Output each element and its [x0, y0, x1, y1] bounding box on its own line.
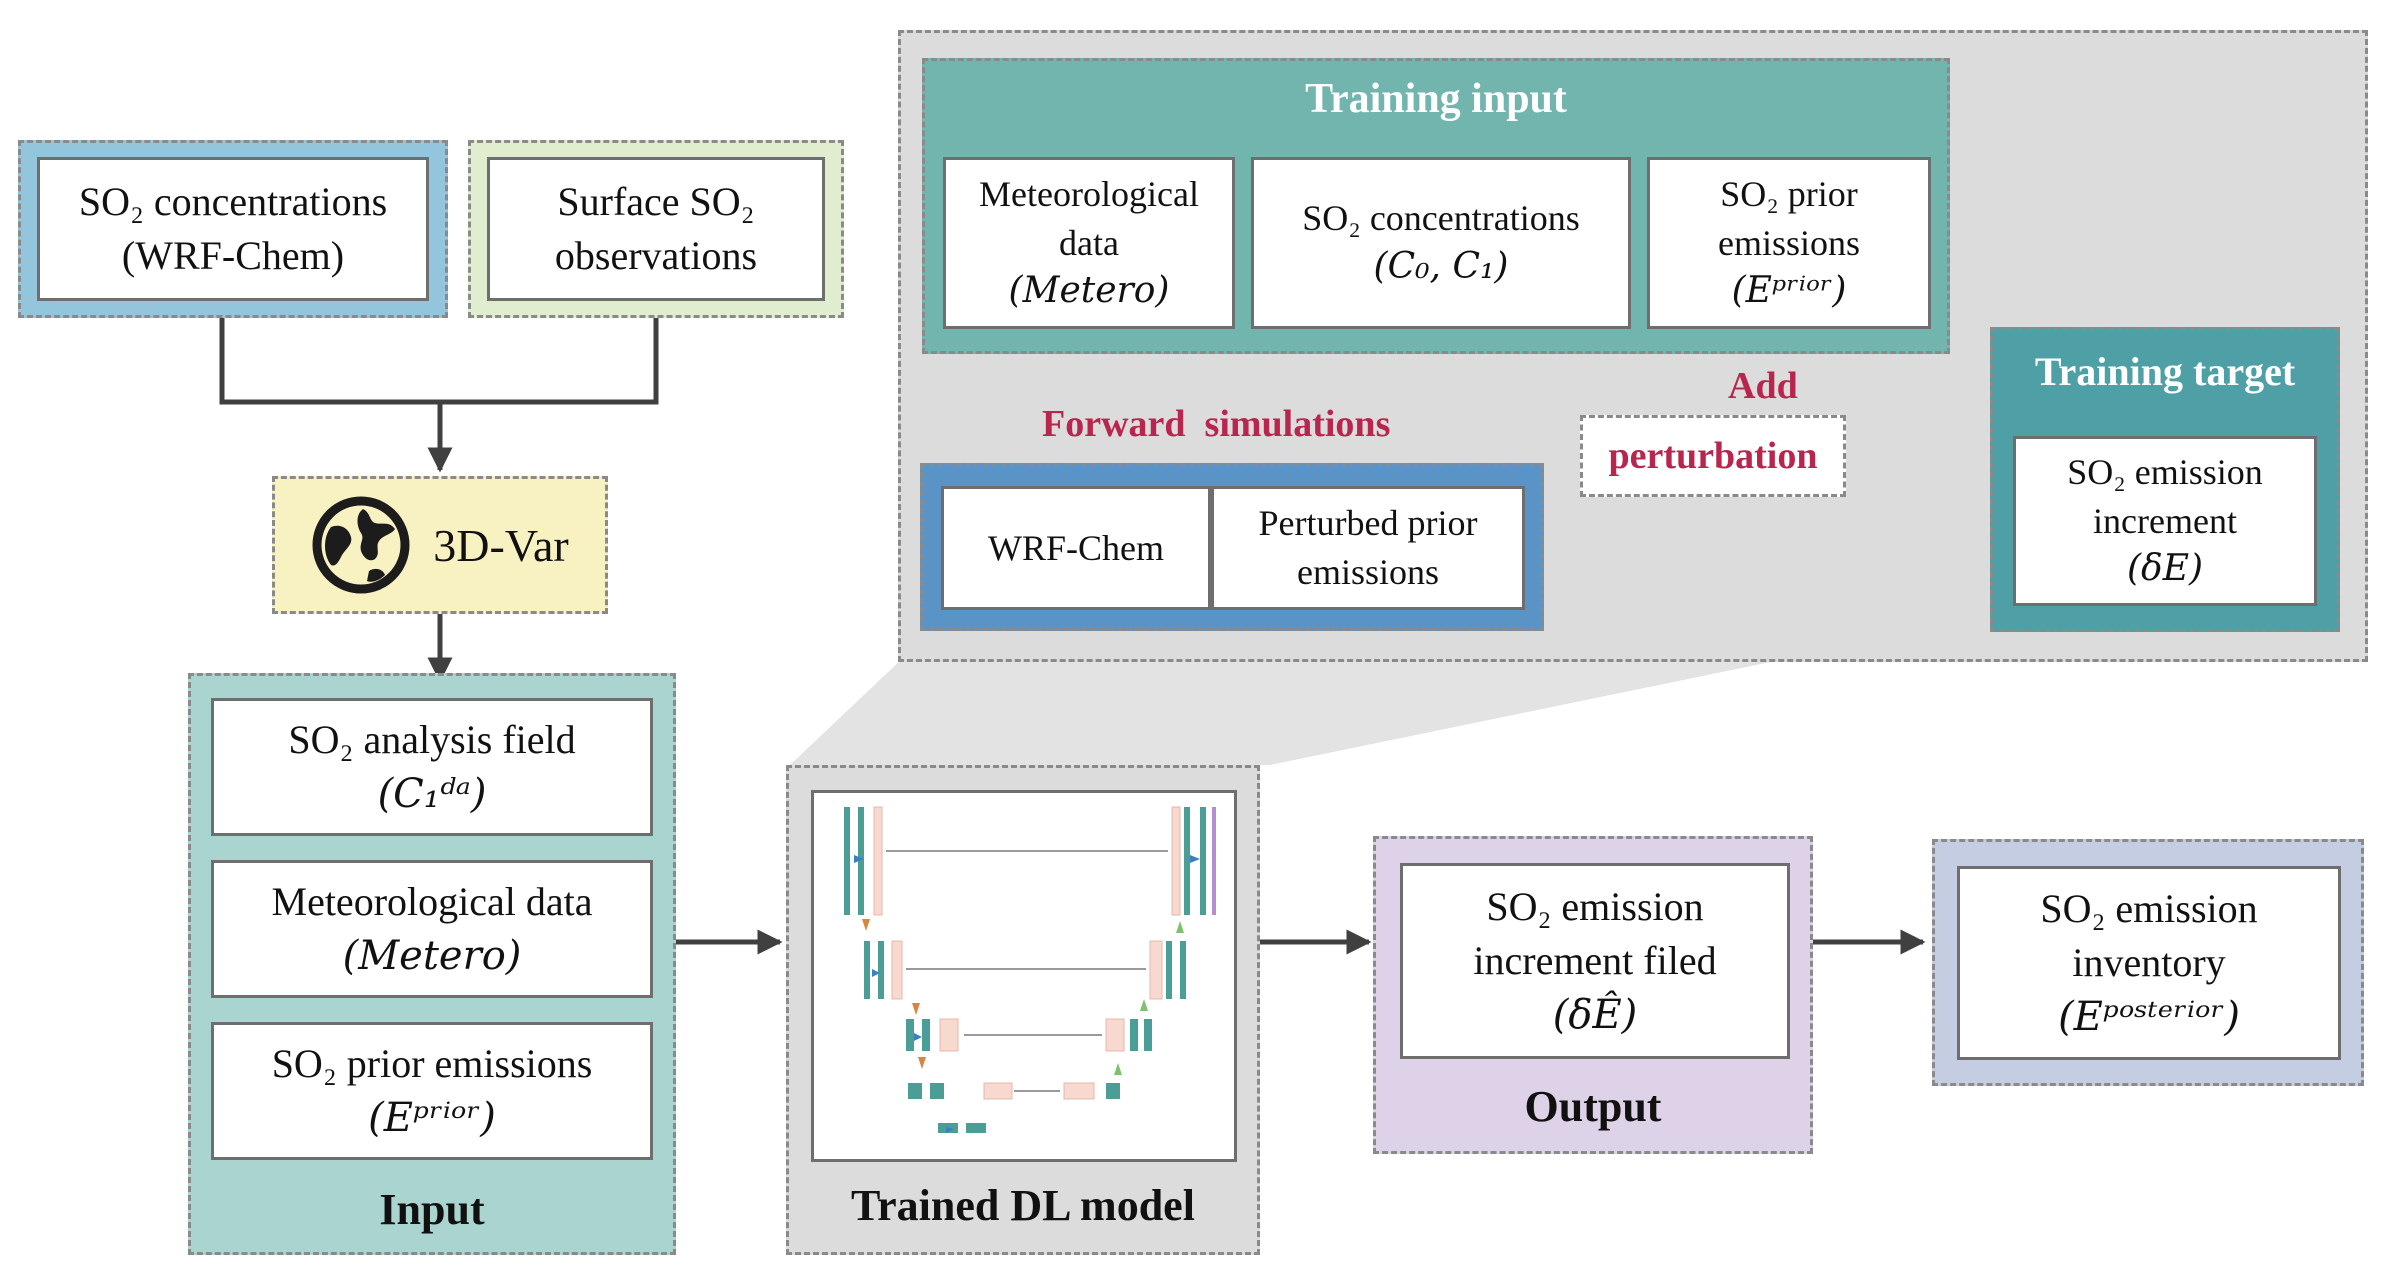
- training-metero-symbol: (Metero): [1008, 270, 1170, 312]
- training-met-line1: Meteorological: [979, 174, 1199, 215]
- 3dvar-label: 3D-Var: [433, 519, 569, 571]
- so2-analysis-field-box: SO₂ analysis field (C₁ᵈᵃ): [211, 698, 653, 836]
- wrf-chem-label: WRF-Chem: [988, 527, 1164, 568]
- emission-inventory-box: SO₂ emission inventory (Eᵖᵒˢᵗᵉʳⁱᵒʳ): [1957, 866, 2341, 1060]
- so2-analysis-field-label: SO₂ analysis field: [288, 717, 576, 762]
- output-line2: increment filed: [1473, 938, 1717, 983]
- meteorological-data-label: Meteorological data: [271, 879, 593, 924]
- training-target-title: Training target: [2034, 349, 2296, 394]
- output-line1: SO₂ emission: [1486, 884, 1704, 929]
- simulations-label: simulations: [1204, 403, 1391, 445]
- training-prior-emissions-box: SO₂ prior emissions (Eᵖʳⁱᵒʳ): [1647, 157, 1931, 329]
- training-conc-line1: SO₂ concentrations: [1302, 198, 1580, 239]
- training-target-box: SO₂ emission increment (δE): [2013, 436, 2317, 606]
- surface-observations-box: Surface SO₂ observations: [487, 157, 825, 301]
- training-input-panel: Training input Meteorological data (Mete…: [922, 58, 1950, 354]
- prior-symbol: (Eᵖʳⁱᵒʳ): [368, 1095, 496, 1141]
- trained-dl-model-panel: Trained DL model: [786, 765, 1260, 1255]
- inventory-line2: inventory: [2072, 940, 2226, 985]
- analysis-field-symbol: (C₁ᵈᵃ): [377, 771, 487, 817]
- globe-icon: [312, 496, 410, 594]
- unet-diagram: [811, 790, 1237, 1162]
- delta-e-hat-symbol: (δÊ): [1552, 992, 1638, 1038]
- emission-inventory-panel: SO₂ emission inventory (Eᵖᵒˢᵗᵉʳⁱᵒʳ): [1932, 839, 2364, 1086]
- meteorological-data-box: Meteorological data (Metero): [211, 860, 653, 998]
- forward-label: Forward: [1042, 403, 1186, 445]
- training-prior-line2: emissions: [1717, 222, 1860, 263]
- perturbed-line2: emissions: [1296, 552, 1439, 592]
- perturbation-label: perturbation: [1608, 435, 1818, 477]
- so2-concentrations-panel: SO₂ concentrations (WRF-Chem): [18, 140, 448, 318]
- perturbed-prior-emissions-box: Perturbed prior emissions: [1211, 486, 1525, 610]
- training-input-title: Training input: [1305, 76, 1567, 122]
- so2-concentrations-box: SO₂ concentrations (WRF-Chem): [37, 157, 429, 301]
- perturbation-box: perturbation: [1580, 415, 1846, 497]
- so2-prior-emissions-label: SO₂ prior emissions: [271, 1041, 593, 1086]
- metero-symbol: (Metero): [342, 933, 522, 979]
- forward-simulations-label: Forward simulations: [1042, 402, 1390, 446]
- training-met-line2: data: [1059, 222, 1119, 263]
- target-line1: SO₂ emission: [2067, 452, 2263, 493]
- posterior-symbol: (Eᵖᵒˢᵗᵉʳⁱᵒʳ): [2058, 994, 2240, 1040]
- training-meteorological-box: Meteorological data (Metero): [943, 157, 1235, 329]
- so2-concentrations-label: SO₂ concentrations: [78, 179, 388, 224]
- 3dvar-box: 3D-Var: [272, 476, 608, 614]
- training-prior-line1: SO₂ prior: [1720, 174, 1858, 215]
- add-label: Add: [1728, 365, 1798, 407]
- training-target-panel: Training target SO₂ emission increment (…: [1990, 327, 2340, 632]
- target-line2: increment: [2093, 500, 2237, 541]
- wrf-chem-box: WRF-Chem: [941, 486, 1211, 610]
- trained-dl-model-title: Trained DL model: [851, 1181, 1195, 1230]
- so2-prior-emissions-box: SO₂ prior emissions (Eᵖʳⁱᵒʳ): [211, 1022, 653, 1160]
- training-c0-c1-symbol: (C₀, C₁): [1373, 246, 1509, 287]
- wrf-chem-source-label: (WRF-Chem): [121, 233, 345, 278]
- output-panel: SO₂ emission increment filed (δÊ) Output: [1373, 836, 1813, 1154]
- output-panel-title: Output: [1524, 1082, 1662, 1131]
- training-so2-concentrations-box: SO₂ concentrations (C₀, C₁): [1251, 157, 1631, 329]
- zoom-wedge: [790, 658, 1790, 765]
- input-panel: SO₂ analysis field (C₁ᵈᵃ) Meteorological…: [188, 673, 676, 1255]
- wrf-chem-model-panel: WRF-Chem Perturbed prior emissions: [920, 463, 1544, 631]
- observations-label: observations: [554, 233, 758, 278]
- input-panel-title: Input: [379, 1185, 485, 1234]
- emission-increment-field-box: SO₂ emission increment filed (δÊ): [1400, 863, 1790, 1059]
- unet-architecture-graphic: [844, 806, 1216, 1133]
- training-prior-symbol: (Eᵖʳⁱᵒʳ): [1731, 270, 1847, 312]
- delta-e-symbol: (δE): [2126, 548, 2204, 590]
- inventory-line1: SO₂ emission: [2040, 886, 2258, 931]
- surface-so2-label: Surface SO₂: [557, 179, 755, 224]
- perturbed-line1: Perturbed prior: [1258, 503, 1478, 544]
- surface-observations-panel: Surface SO₂ observations: [468, 140, 844, 318]
